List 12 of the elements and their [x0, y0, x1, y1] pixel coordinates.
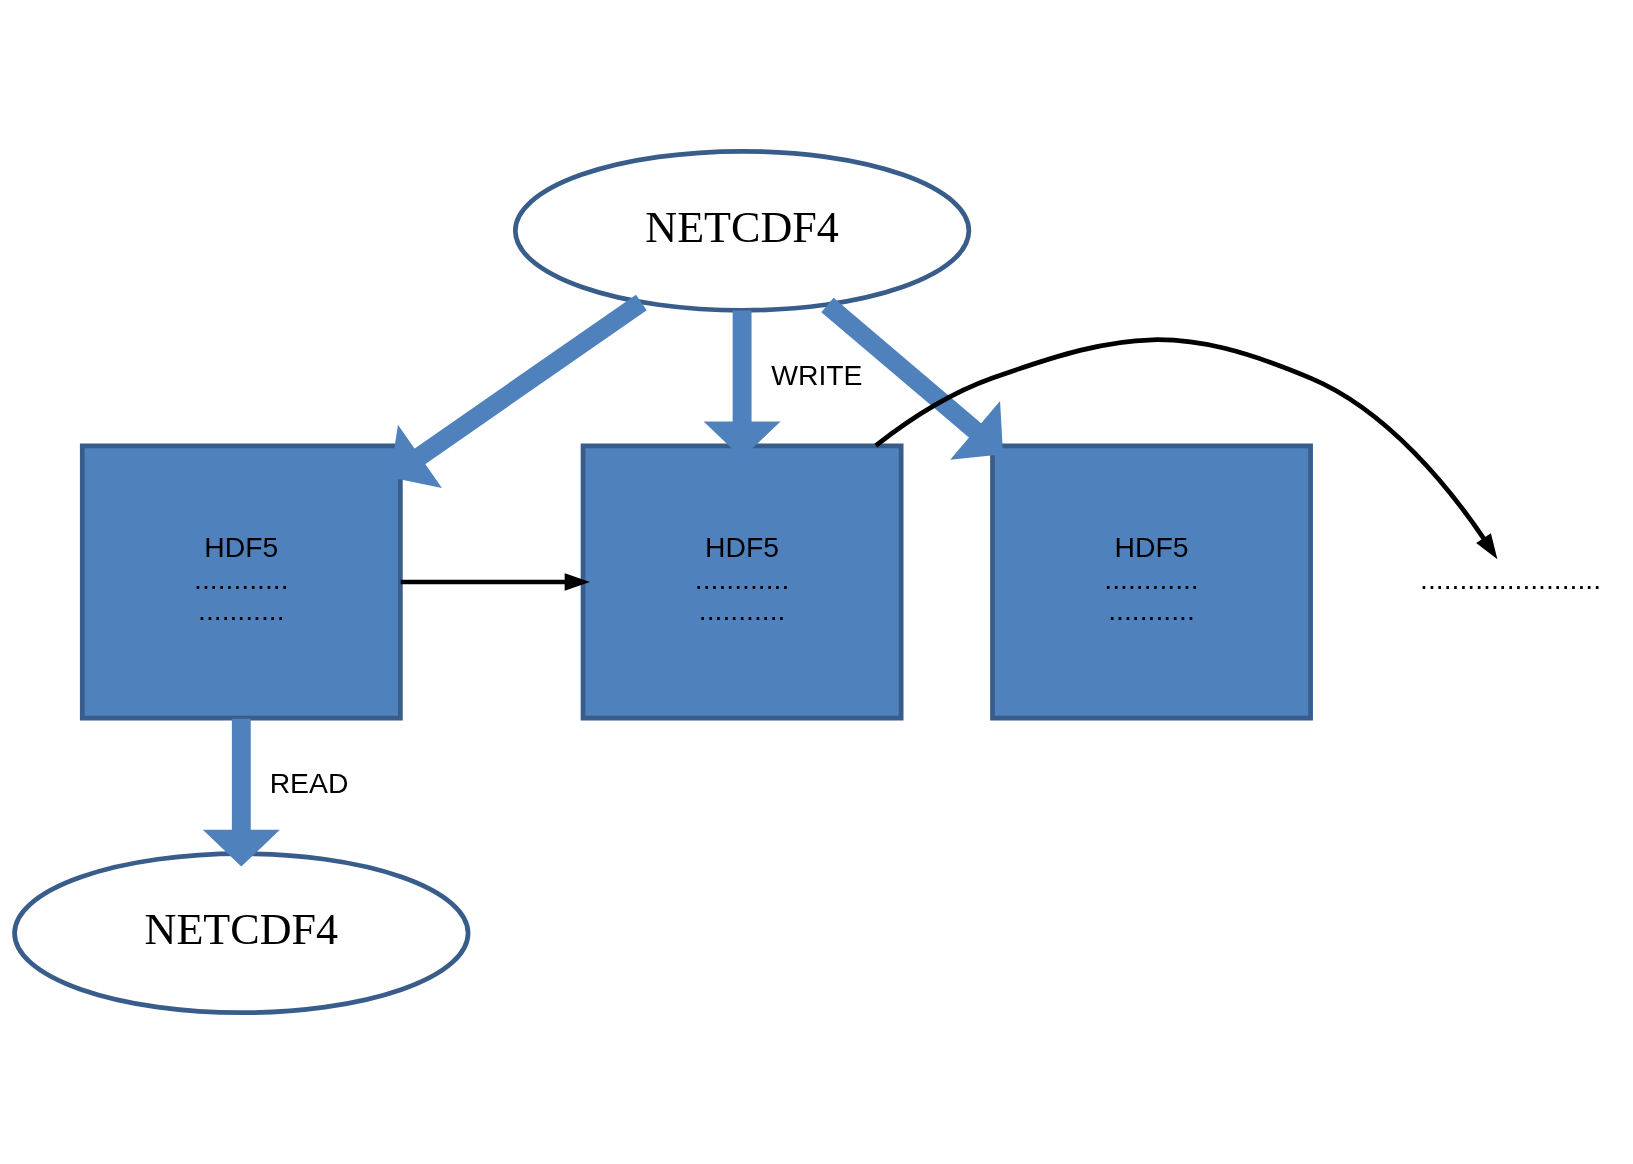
arrow	[821, 297, 1004, 460]
arrow	[202, 718, 280, 867]
arrow	[400, 573, 590, 591]
edge-label: WRITE	[771, 359, 863, 391]
edge-label: READ	[269, 766, 349, 799]
node-box: HDF5 ............ ...........	[79, 443, 403, 721]
node-box: HDF5 ............ ...........	[580, 443, 904, 721]
node-text: .......................	[1420, 562, 1602, 595]
node-ellipse: NETCDF4	[12, 851, 471, 1016]
node-ellipse: NETCDF4	[512, 148, 972, 313]
arrow	[874, 337, 1498, 560]
node-box: HDF5 ............ ...........	[990, 443, 1313, 721]
